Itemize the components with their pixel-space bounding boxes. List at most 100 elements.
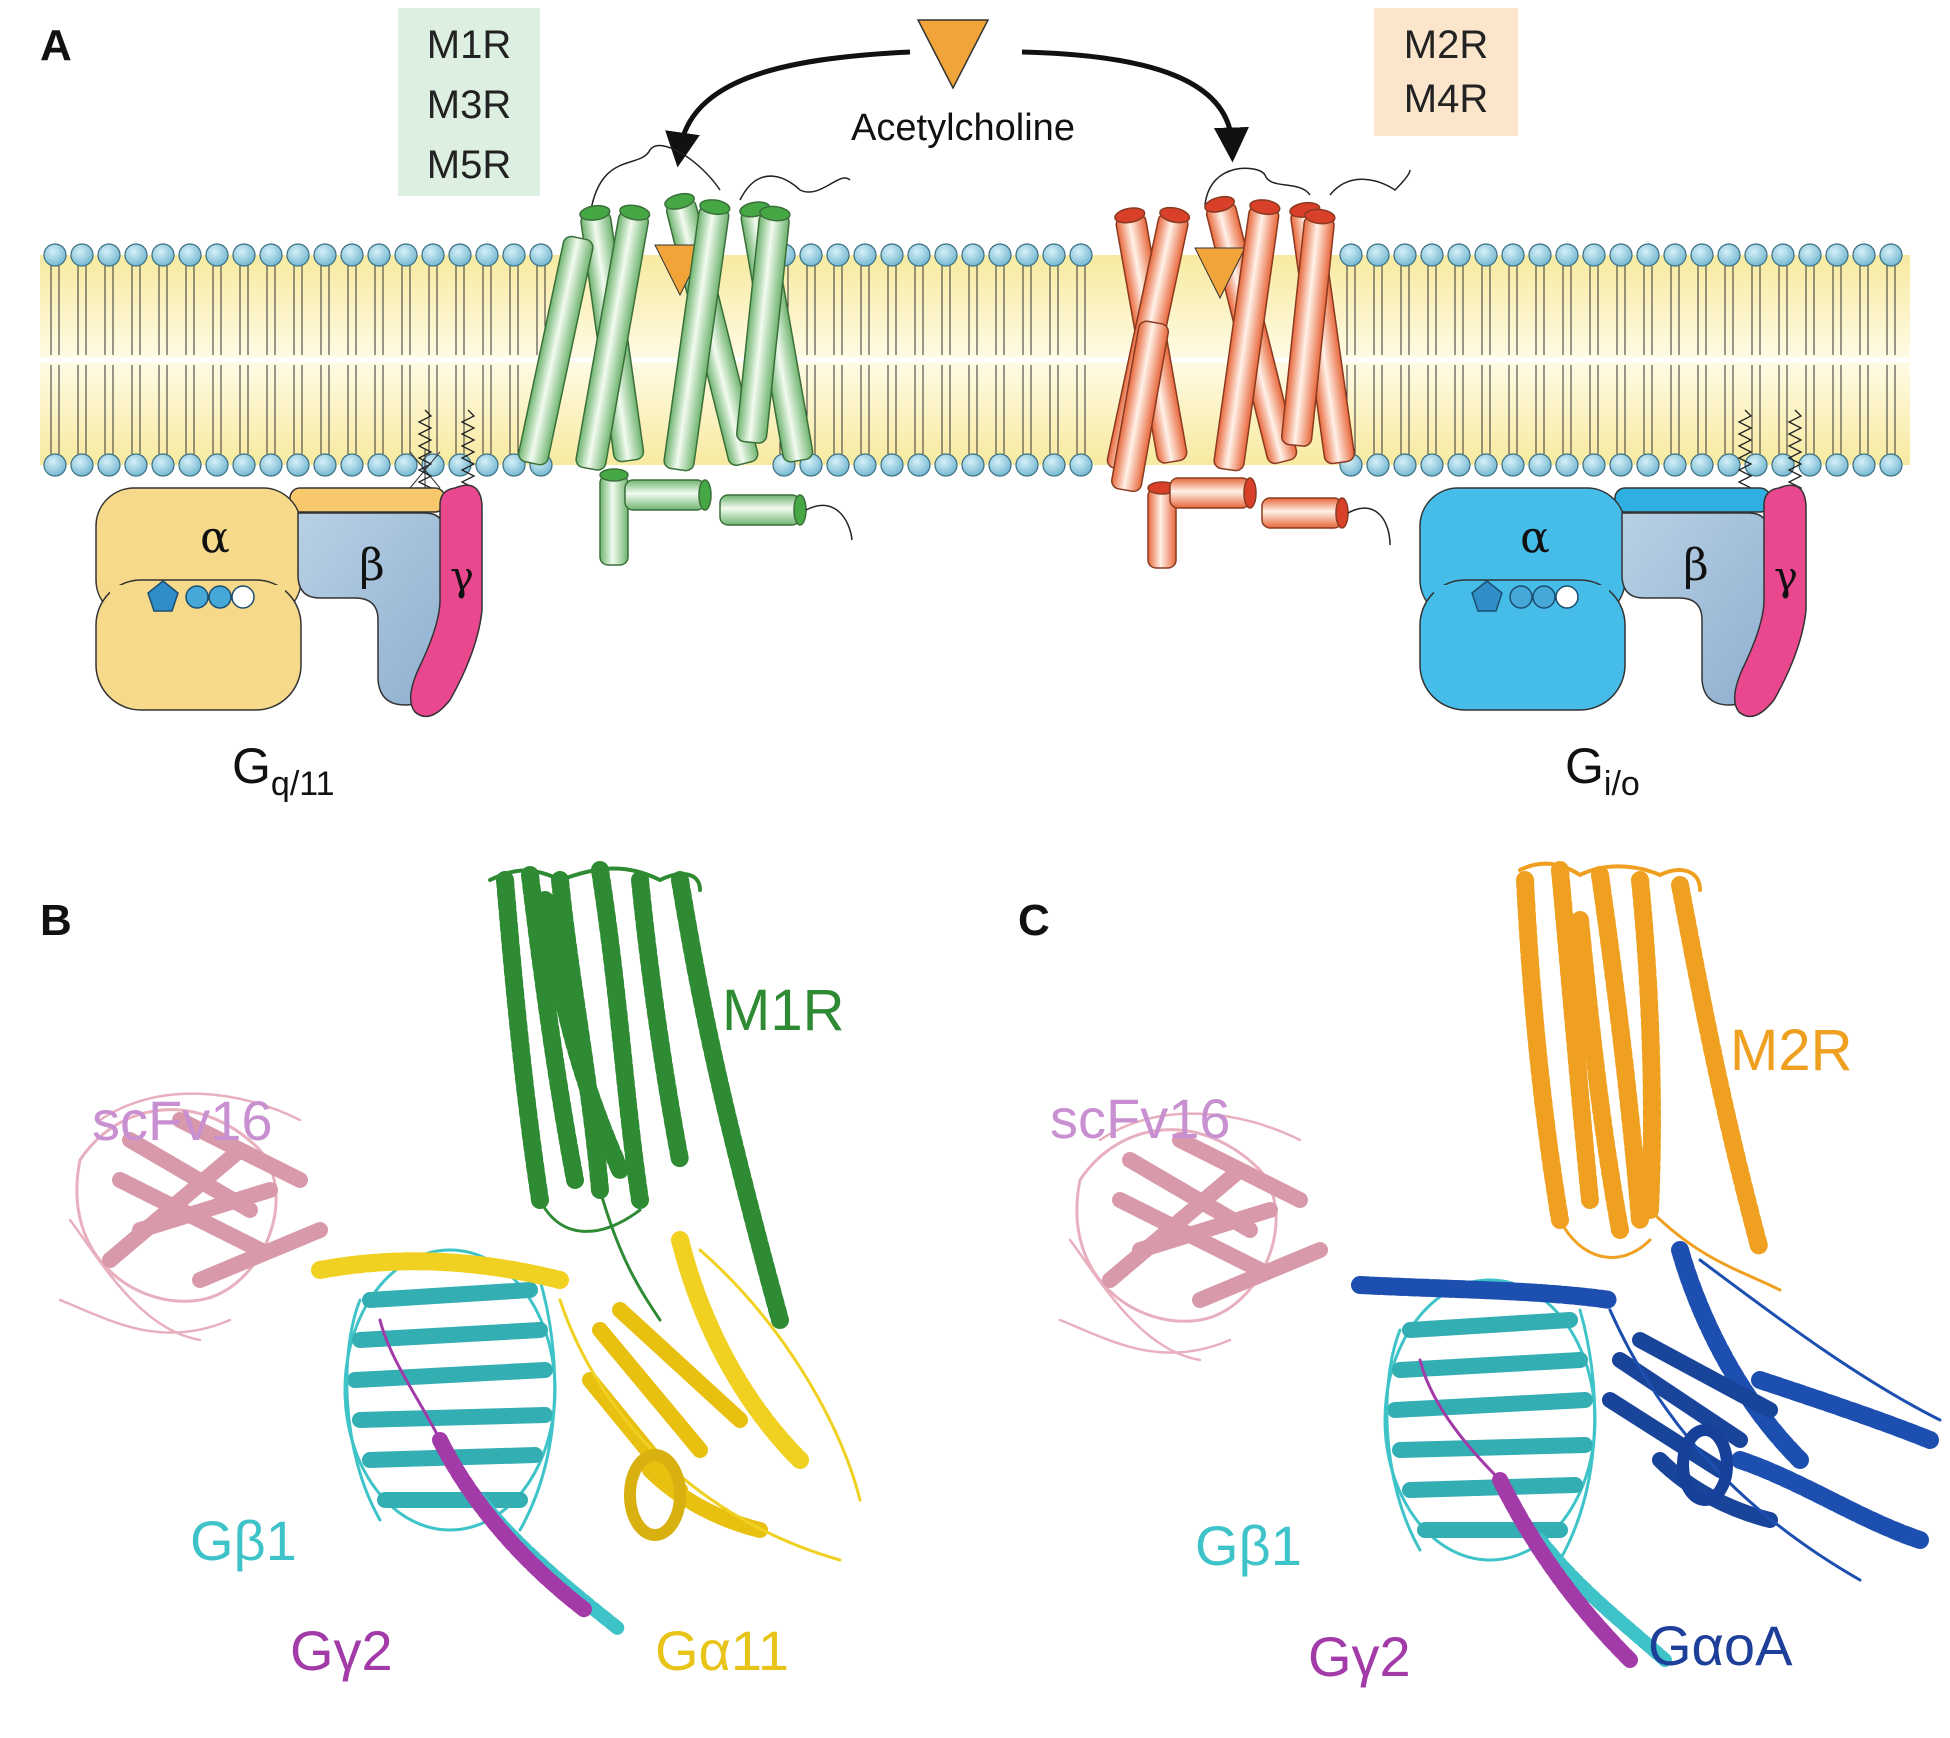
ggamma2-label-c: Gγ2: [1308, 1625, 1411, 1688]
panel-letter-b: B: [40, 896, 72, 945]
gq-protein-name: Gq/11: [232, 738, 335, 803]
lipid-head: [853, 243, 877, 267]
gi-receptor-list: M2R M4R: [1374, 8, 1518, 136]
lipid-head: [124, 453, 148, 477]
gbeta1-label-b: Gβ1: [190, 1509, 297, 1572]
lipid-head: [1339, 243, 1363, 267]
receptor-label-m1r: M1R: [427, 23, 511, 67]
lipid-head: [1717, 243, 1741, 267]
lipid-head: [1582, 243, 1606, 267]
m1r-label: M1R: [722, 978, 844, 1043]
lipid-head: [1744, 453, 1768, 477]
bound-ligand-icon: [1194, 247, 1246, 300]
lipid-head: [502, 243, 526, 267]
gq-alpha-label: α: [200, 512, 230, 563]
lipid-head: [421, 243, 445, 267]
lipid-head: [1771, 453, 1795, 477]
lipid-head: [907, 453, 931, 477]
lipid-head: [1042, 243, 1066, 267]
lipid-head: [205, 453, 229, 477]
scfv16-structure-c: [1058, 1112, 1328, 1362]
lipid-head: [286, 243, 310, 267]
lipid-head: [124, 243, 148, 267]
lipid-head: [1366, 243, 1390, 267]
scfv16-label-b: scFv16: [92, 1089, 273, 1152]
lipid-head: [475, 453, 499, 477]
lipid-head: [232, 243, 256, 267]
lipid-head: [1798, 243, 1822, 267]
lipid-head: [421, 453, 445, 477]
lipid-head: [340, 243, 364, 267]
receptor-label-m4r: M4R: [1404, 77, 1488, 121]
lipid-head: [475, 243, 499, 267]
lipid-head: [70, 243, 94, 267]
lipid-head: [1015, 243, 1039, 267]
lipid-head: [934, 243, 958, 267]
scfv16-label-c: scFv16: [1050, 1087, 1231, 1150]
gbeta1-structure-b: [343, 1248, 627, 1637]
gq-receptor-7tm: [517, 144, 853, 566]
lipid-head: [826, 243, 850, 267]
galphaoa-label-c: GαoA: [1648, 1614, 1793, 1677]
gi-gamma-subunit: [1733, 484, 1807, 718]
lipid-head: [394, 243, 418, 267]
nucleotide-icon: [1471, 580, 1503, 612]
gi-protein-name: Gi/o: [1565, 738, 1640, 803]
scfv16-structure-b: [58, 1092, 328, 1342]
gi-receptor-7tm: [1106, 167, 1411, 569]
lipid-head: [1879, 243, 1903, 267]
lipid-head: [1690, 243, 1714, 267]
gq-gamma-label: γ: [450, 554, 474, 600]
lipid-head: [367, 243, 391, 267]
lipid-head: [1690, 453, 1714, 477]
gi-alpha-label: α: [1520, 512, 1550, 563]
lipid-head: [1528, 453, 1552, 477]
lipid-head: [1609, 453, 1633, 477]
receptor-label-m2r: M2R: [1404, 23, 1488, 67]
lipid-head: [1798, 453, 1822, 477]
lipid-head: [151, 243, 175, 267]
gbeta1-label-c: Gβ1: [1195, 1514, 1302, 1577]
panel-b: B M1R scFv16 Gβ1 Gγ2: [40, 861, 862, 1682]
lipid-head: [880, 243, 904, 267]
lipid-head: [1609, 243, 1633, 267]
lipid-head: [1501, 243, 1525, 267]
lipid-head: [1555, 243, 1579, 267]
lipid-head: [1636, 243, 1660, 267]
lipid-head: [826, 453, 850, 477]
lipid-head: [286, 453, 310, 477]
gq-alpha-lower: [95, 579, 302, 711]
m1r-structure: [488, 861, 789, 1329]
lipid-head: [880, 453, 904, 477]
lipid-head: [394, 453, 418, 477]
gi-alpha-lower: [1419, 579, 1626, 711]
lipid-head: [313, 453, 337, 477]
arrow-to-m1r-icon: [665, 49, 911, 168]
gq-gamma-subunit: [409, 484, 483, 718]
galphaoa-structure-c: [1351, 1241, 1942, 1582]
lipid-head: [43, 453, 67, 477]
gq-beta-label: β: [359, 540, 384, 591]
lipid-head: [97, 453, 121, 477]
lipid-head: [1825, 453, 1849, 477]
lipid-head: [1447, 243, 1471, 267]
lipid-head: [1474, 243, 1498, 267]
lipid-head: [799, 243, 823, 267]
lipid-head: [1366, 453, 1390, 477]
lipid-head: [178, 243, 202, 267]
ligand-triangle-icon: [916, 19, 990, 90]
lipid-head: [1393, 453, 1417, 477]
lipid-head: [907, 243, 931, 267]
ggamma2-structure-b: [378, 1318, 593, 1618]
lipid-head: [961, 453, 985, 477]
lipid-head: [934, 453, 958, 477]
lipid-head: [1420, 453, 1444, 477]
lipid-head: [1744, 243, 1768, 267]
m2r-structure: [1516, 861, 1782, 1292]
lipid-head: [1447, 453, 1471, 477]
lipid-head: [1393, 243, 1417, 267]
lipid-head: [97, 243, 121, 267]
lipid-head: [988, 453, 1012, 477]
lipid-head: [1852, 243, 1876, 267]
